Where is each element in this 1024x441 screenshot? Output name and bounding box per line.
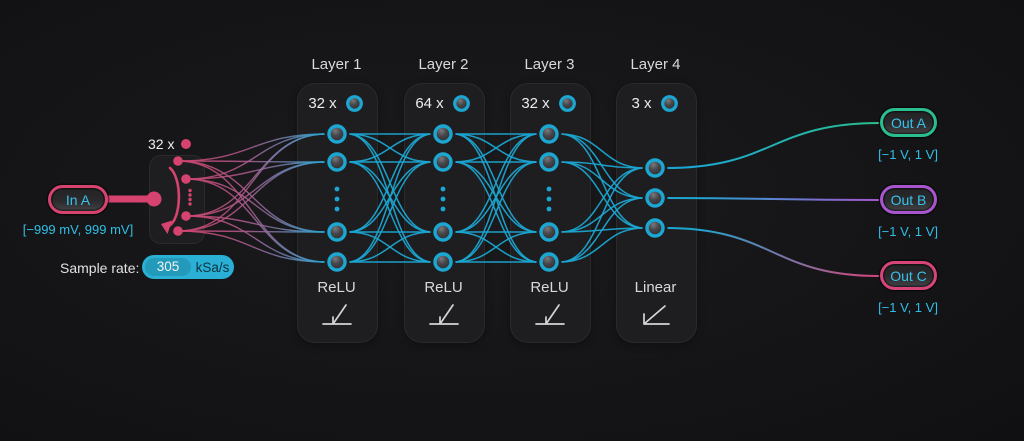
sample-rate-value[interactable]: 305 bbox=[145, 258, 191, 276]
layer-1-title: Layer 1 bbox=[311, 56, 362, 73]
connection-lines bbox=[177, 122, 880, 277]
relu-icon bbox=[297, 301, 376, 329]
neuron-icon bbox=[558, 94, 576, 112]
layer-2-count: 64 x bbox=[404, 92, 483, 114]
neuron-icon bbox=[660, 94, 678, 112]
fanout-count-label: 32 x bbox=[148, 136, 175, 152]
sample-rate-label: Sample rate: bbox=[60, 260, 140, 276]
neuron-nodes bbox=[324, 121, 668, 275]
output-port-out-a[interactable]: Out A bbox=[880, 108, 937, 137]
neuron-icon bbox=[452, 94, 470, 112]
relu-icon bbox=[510, 301, 589, 329]
relu-icon bbox=[404, 301, 483, 329]
layer-4-panel[interactable] bbox=[616, 83, 697, 343]
sample-rate-field[interactable]: 305 kSa/s bbox=[142, 255, 234, 279]
fanout-count: 32 x bbox=[148, 136, 192, 152]
layer-3-title: Layer 3 bbox=[524, 56, 575, 73]
output-range-c: [−1 V, 1 V] bbox=[878, 300, 938, 315]
neuron-icon bbox=[345, 94, 363, 112]
output-port-out-c[interactable]: Out C bbox=[880, 261, 937, 290]
output-port-label: Out A bbox=[890, 114, 927, 131]
layer-4-activation: Linear bbox=[634, 279, 677, 296]
fanout-dot-icon bbox=[181, 139, 192, 149]
layer-3-activation: ReLU bbox=[530, 279, 569, 296]
output-port-out-b[interactable]: Out B bbox=[880, 185, 937, 214]
input-port-label: In A bbox=[65, 191, 91, 208]
layer-2-activation: ReLU bbox=[424, 279, 463, 296]
output-port-label: Out C bbox=[890, 267, 927, 284]
sample-rate-unit: kSa/s bbox=[195, 259, 230, 275]
output-port-label: Out B bbox=[890, 191, 927, 208]
linear-icon bbox=[616, 301, 695, 329]
layer-1-count: 32 x bbox=[297, 92, 376, 114]
layer-1-activation: ReLU bbox=[317, 279, 356, 296]
input-port-in-a[interactable]: In A bbox=[48, 185, 108, 214]
output-range-b: [−1 V, 1 V] bbox=[878, 224, 938, 239]
layer-4-title: Layer 4 bbox=[630, 56, 681, 73]
fanout-splitter-icon bbox=[102, 156, 192, 236]
layer-3-panel[interactable] bbox=[510, 83, 591, 343]
output-range-a: [−1 V, 1 V] bbox=[878, 147, 938, 162]
layer-2-title: Layer 2 bbox=[418, 56, 469, 73]
layer-4-count: 3 x bbox=[616, 92, 695, 114]
input-range: [−999 mV, 999 mV] bbox=[22, 222, 134, 237]
layer-3-count: 32 x bbox=[510, 92, 589, 114]
